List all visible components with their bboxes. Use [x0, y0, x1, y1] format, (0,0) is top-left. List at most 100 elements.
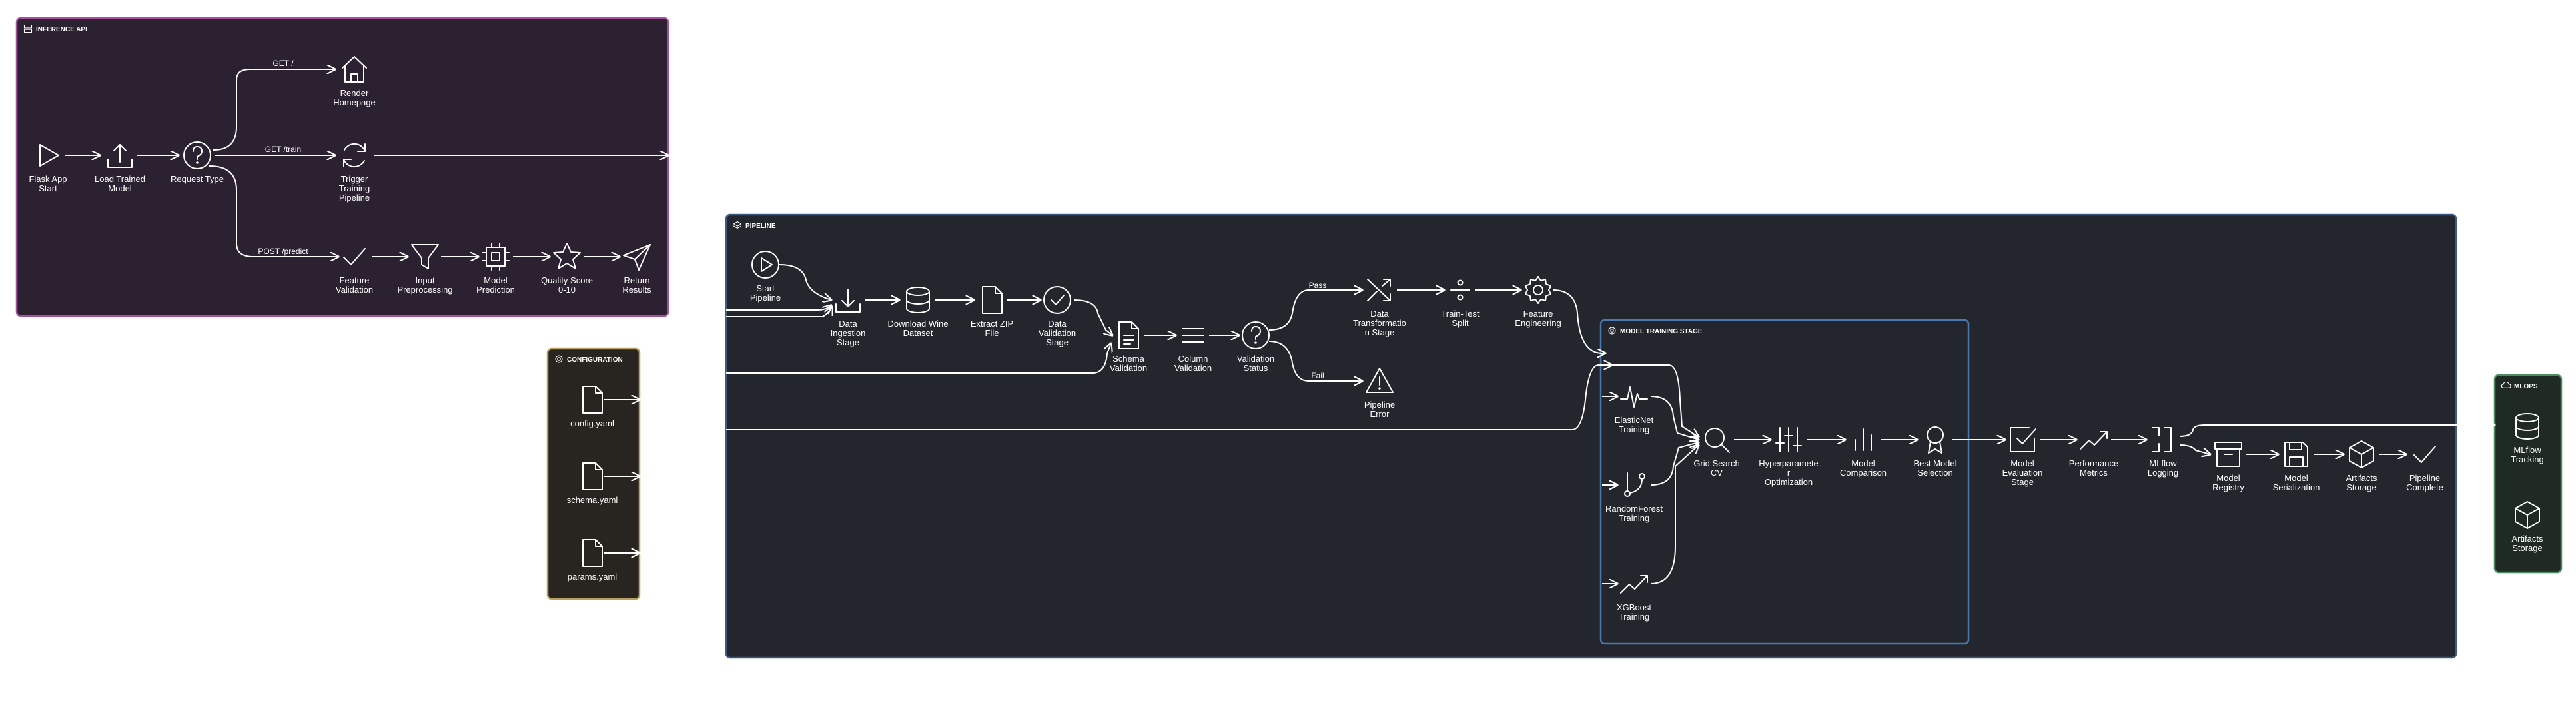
group-title: CONFIGURATION	[567, 356, 623, 364]
group-mlops: MLOPS	[2493, 374, 2563, 574]
sliders-icon	[1775, 427, 1802, 452]
question-icon	[183, 141, 211, 169]
node-schema-yaml[interactable]: schema.yaml	[567, 462, 618, 505]
trend-icon	[2080, 431, 2108, 450]
divide-icon	[1450, 279, 1470, 301]
group-training: MODEL TRAINING STAGE	[1599, 319, 1970, 645]
node-label: params.yaml	[568, 572, 618, 582]
node-config-yaml[interactable]: config.yaml	[570, 386, 614, 428]
play-icon	[39, 144, 59, 167]
layers-icon	[733, 221, 742, 229]
chip-icon	[482, 243, 510, 271]
home-icon	[342, 56, 367, 83]
question-icon	[1242, 321, 1270, 349]
cog-icon	[1525, 276, 1551, 304]
warning-icon	[1366, 368, 1394, 393]
edge-label-post-predict: POST /predict	[258, 247, 308, 256]
edge	[213, 69, 335, 151]
edge-label-get-train: GET /train	[265, 145, 301, 154]
node-params-yaml[interactable]: params.yaml	[568, 539, 618, 582]
branch-icon	[1624, 472, 1645, 497]
group-title: MLOPS	[2514, 383, 2538, 390]
check-square-icon	[2010, 427, 2036, 452]
group-inference: INFERENCE API	[15, 17, 669, 317]
server-icon	[23, 24, 33, 33]
trend-icon	[1620, 575, 1648, 594]
file-icon	[582, 539, 603, 567]
edge	[1268, 290, 1362, 331]
check-circle-icon	[1043, 286, 1071, 314]
node-label: Request Type	[171, 174, 224, 184]
list-icon	[1182, 328, 1204, 343]
edge	[1073, 299, 1112, 335]
group-pipeline: PIPELINE	[725, 213, 2457, 659]
group-config: CONFIGURATION	[546, 347, 641, 600]
node-request-type[interactable]: Request Type	[171, 141, 224, 184]
edge-label-pass: Pass	[1309, 281, 1327, 290]
archive-icon	[2214, 442, 2242, 467]
node-label: config.yaml	[570, 418, 614, 428]
download-icon	[835, 289, 861, 313]
group-title: PIPELINE	[745, 223, 776, 230]
check-icon	[343, 248, 366, 265]
